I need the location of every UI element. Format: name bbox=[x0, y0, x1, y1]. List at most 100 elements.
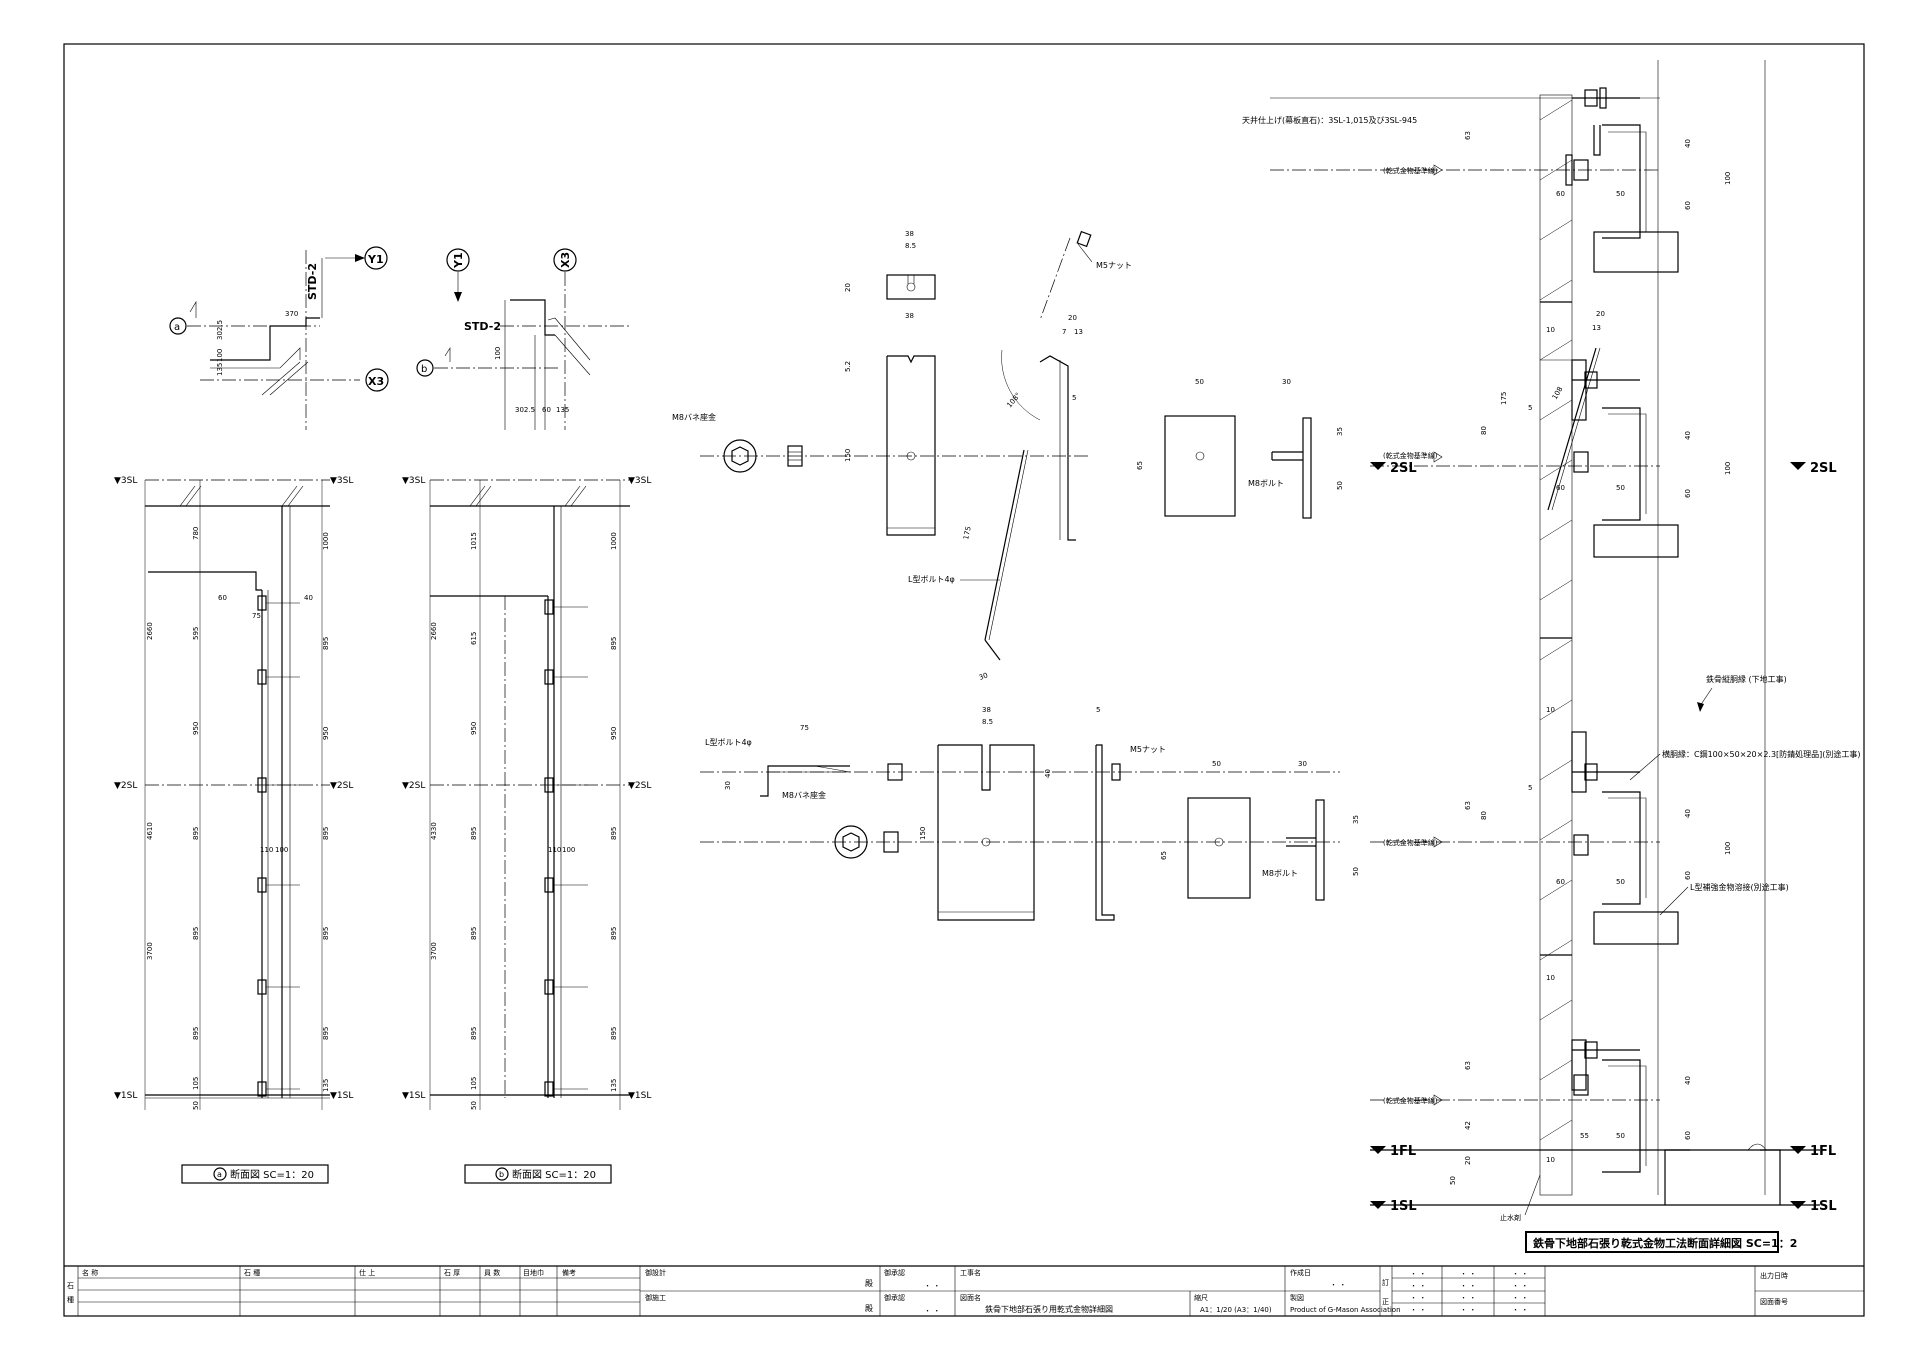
detail-dim-15: 40 bbox=[1684, 431, 1692, 440]
section-a-anchor-dim-3: 110 bbox=[260, 846, 273, 854]
ref-label-1: (乾式金物基準線) bbox=[1383, 451, 1438, 460]
section-b-outer-dim-2: 3700 bbox=[430, 942, 438, 960]
tb-rev-0: 訂 bbox=[1382, 1278, 1389, 1287]
tb-rev-dot-7: ・ ・ bbox=[1460, 1294, 1476, 1302]
sheet-border bbox=[63, 43, 1865, 1317]
detail-dim-17: 60 bbox=[1684, 489, 1692, 498]
parts-top-dim-2: 20 bbox=[844, 283, 852, 292]
section-a-right-dim-6: 135 bbox=[322, 1079, 330, 1092]
washer-bottom bbox=[834, 825, 868, 859]
parts-top: M8バネ座金 38 8.5 20 38 5.2 150 M5ナット 20 13 … bbox=[672, 230, 1344, 682]
section-a-3sl-right: ▼3SL bbox=[330, 476, 353, 486]
std-label-a: STD-2 bbox=[306, 263, 319, 300]
section-b: ▼3SL ▼3SL ▼2SL ▼2SL ▼1SL ▼1SL bbox=[402, 476, 651, 1184]
parts-top-dim-9: 108° bbox=[1005, 391, 1022, 409]
detail-dim-5: 60 bbox=[1684, 201, 1692, 210]
tb-rev-dot-4: ・ ・ bbox=[1460, 1282, 1476, 1290]
bolt-top bbox=[1302, 417, 1312, 519]
stop-water-label: 止水剤 bbox=[1500, 1213, 1521, 1222]
detail-dim-19: 80 bbox=[1480, 811, 1488, 820]
tb-rev-dot-5: ・ ・ bbox=[1512, 1282, 1528, 1290]
detail-section: 天井仕上げ(幕板直石)：3SL-1,015及び3SL-945 (乾式金物基準線)… bbox=[1242, 60, 1861, 1253]
parts-top-dim-13: 50 bbox=[1195, 378, 1204, 386]
section-b-outer-dim-1: 4330 bbox=[430, 822, 438, 840]
section-a-right-dim-5: 895 bbox=[322, 1027, 330, 1040]
clip-top-view bbox=[886, 274, 936, 300]
section-b-right-dim-0: 1000 bbox=[610, 532, 618, 550]
section-b-inner-dim-4: 895 bbox=[470, 927, 478, 940]
washer-label-bottom: M8バネ座金 bbox=[782, 790, 826, 800]
detail-dim-36: 10 bbox=[1546, 1156, 1555, 1164]
nut-label-bottom: M5ナット bbox=[1130, 745, 1166, 754]
plan-tag-a: a bbox=[174, 322, 180, 333]
tb-col-3: 石 厚 bbox=[444, 1269, 460, 1277]
detail-dim-6: 20 bbox=[1596, 310, 1605, 318]
tb-honorific-1: 殿 bbox=[865, 1304, 873, 1313]
detail-1sl-left: 1SL bbox=[1390, 1199, 1417, 1214]
tb-rev-dot-1: ・ ・ bbox=[1460, 1270, 1476, 1278]
section-b-anchor-dim-0: 110 bbox=[548, 846, 561, 854]
section-a-right-dim-2: 950 bbox=[322, 727, 330, 740]
detail-dim-14: 50 bbox=[1616, 484, 1625, 492]
detail-dim-28: 42 bbox=[1464, 1121, 1472, 1130]
tb-designer: 御設計 bbox=[645, 1268, 666, 1277]
purlin-note: 横胴縁：C鋼100×50×20×2.3[防錆処理品](別途工事) bbox=[1662, 749, 1861, 759]
detail-dim-11: 5 bbox=[1528, 404, 1532, 412]
section-b-3sl-right: ▼3SL bbox=[628, 476, 651, 486]
detail-dim-20: 63 bbox=[1464, 801, 1472, 810]
parts-bottom-dim-9: 65 bbox=[1160, 851, 1168, 860]
section-a-anchor-dim-2: 75 bbox=[252, 612, 261, 620]
section-b-right-dim-4: 895 bbox=[610, 927, 618, 940]
parts-top-dim-0: 38 bbox=[905, 230, 914, 238]
section-a-inner-dim-1: 595 bbox=[192, 627, 200, 640]
tb-approve2: 御承認 bbox=[884, 1293, 905, 1302]
section-b-1sl-left: ▼1SL bbox=[402, 1091, 425, 1101]
detail-dim-8: 13 bbox=[1592, 324, 1601, 332]
square-plate-bottom bbox=[1187, 797, 1251, 899]
section-a-inner-dim-3: 895 bbox=[192, 827, 200, 840]
parts-bottom-dim-11: 50 bbox=[1352, 867, 1360, 876]
titleblock: 石 種 名 称 石 種 仕 上 石 厚 員 数 目地巾 備考 御設計 殿 御施工… bbox=[67, 1266, 1864, 1316]
section-a-2sl-left: ▼2SL bbox=[114, 781, 137, 791]
angle-clip-side-top bbox=[1039, 355, 1076, 541]
ref-label-3: (乾式金物基準線) bbox=[1383, 1096, 1438, 1105]
detail-dim-35: 10 bbox=[1546, 974, 1555, 982]
section-b-inner-dim-7: 50 bbox=[470, 1101, 478, 1110]
detail-dim-21: 5 bbox=[1528, 784, 1532, 792]
section-a-inner-dim-5: 895 bbox=[192, 1027, 200, 1040]
detail-dim-13: 60 bbox=[1556, 484, 1565, 492]
detail-1fl-right: 1FL bbox=[1810, 1144, 1836, 1159]
parts-bottom-dim-4: 40 bbox=[1044, 769, 1052, 778]
section-b-3sl-left: ▼3SL bbox=[402, 476, 425, 486]
section-a-right-dim-0: 1000 bbox=[322, 532, 330, 550]
tb-drawing-name: 鉄骨下地部石張り用乾式金物詳細図 bbox=[985, 1304, 1113, 1314]
tb-rev-dot-8: ・ ・ bbox=[1512, 1294, 1528, 1302]
section-b-right-dim-5: 895 bbox=[610, 1027, 618, 1040]
parts-bottom-dim-7: 50 bbox=[1212, 760, 1221, 768]
stone-hatch bbox=[1539, 99, 1573, 1141]
nut-side-top bbox=[787, 445, 803, 467]
detail-dim-2: 50 bbox=[1616, 190, 1625, 198]
section-b-2sl-right: ▼2SL bbox=[628, 781, 651, 791]
grid-label-y1-a: Y1 bbox=[367, 253, 384, 266]
ref-label-0: (乾式金物基準線) bbox=[1383, 166, 1438, 175]
grid-label-x3-b: X3 bbox=[559, 252, 572, 268]
tb-print-label: 出力日時 bbox=[1760, 1271, 1788, 1280]
tb-rev-dot-10: ・ ・ bbox=[1460, 1306, 1476, 1314]
tb-col-0: 名 称 bbox=[82, 1268, 98, 1277]
tb-rev-dot-0: ・ ・ bbox=[1410, 1270, 1426, 1278]
section-b-right-dim-1: 895 bbox=[610, 637, 618, 650]
parts-top-dim-12: 30 bbox=[978, 671, 989, 682]
l-bolt-top-shaft bbox=[984, 449, 1025, 641]
tb-approve-dot-1: ・ ・ bbox=[924, 1307, 940, 1315]
clip-slot-front bbox=[937, 744, 1035, 921]
parts-top-dim-11: 175 bbox=[962, 526, 973, 541]
section-b-inner-dim-6: 105 bbox=[470, 1077, 478, 1090]
detail-1fl-left: 1FL bbox=[1390, 1144, 1416, 1159]
section-a-right-dim-3: 895 bbox=[322, 827, 330, 840]
frame-note: 鉄骨縦胴縁 (下地工事) bbox=[1706, 674, 1787, 684]
detail-dim-29: 55 bbox=[1580, 1132, 1589, 1140]
plan-dim-b-0: 302.5 bbox=[515, 406, 535, 414]
detail-dim-27: 63 bbox=[1464, 1061, 1472, 1070]
detail-dim-1: 60 bbox=[1556, 190, 1565, 198]
